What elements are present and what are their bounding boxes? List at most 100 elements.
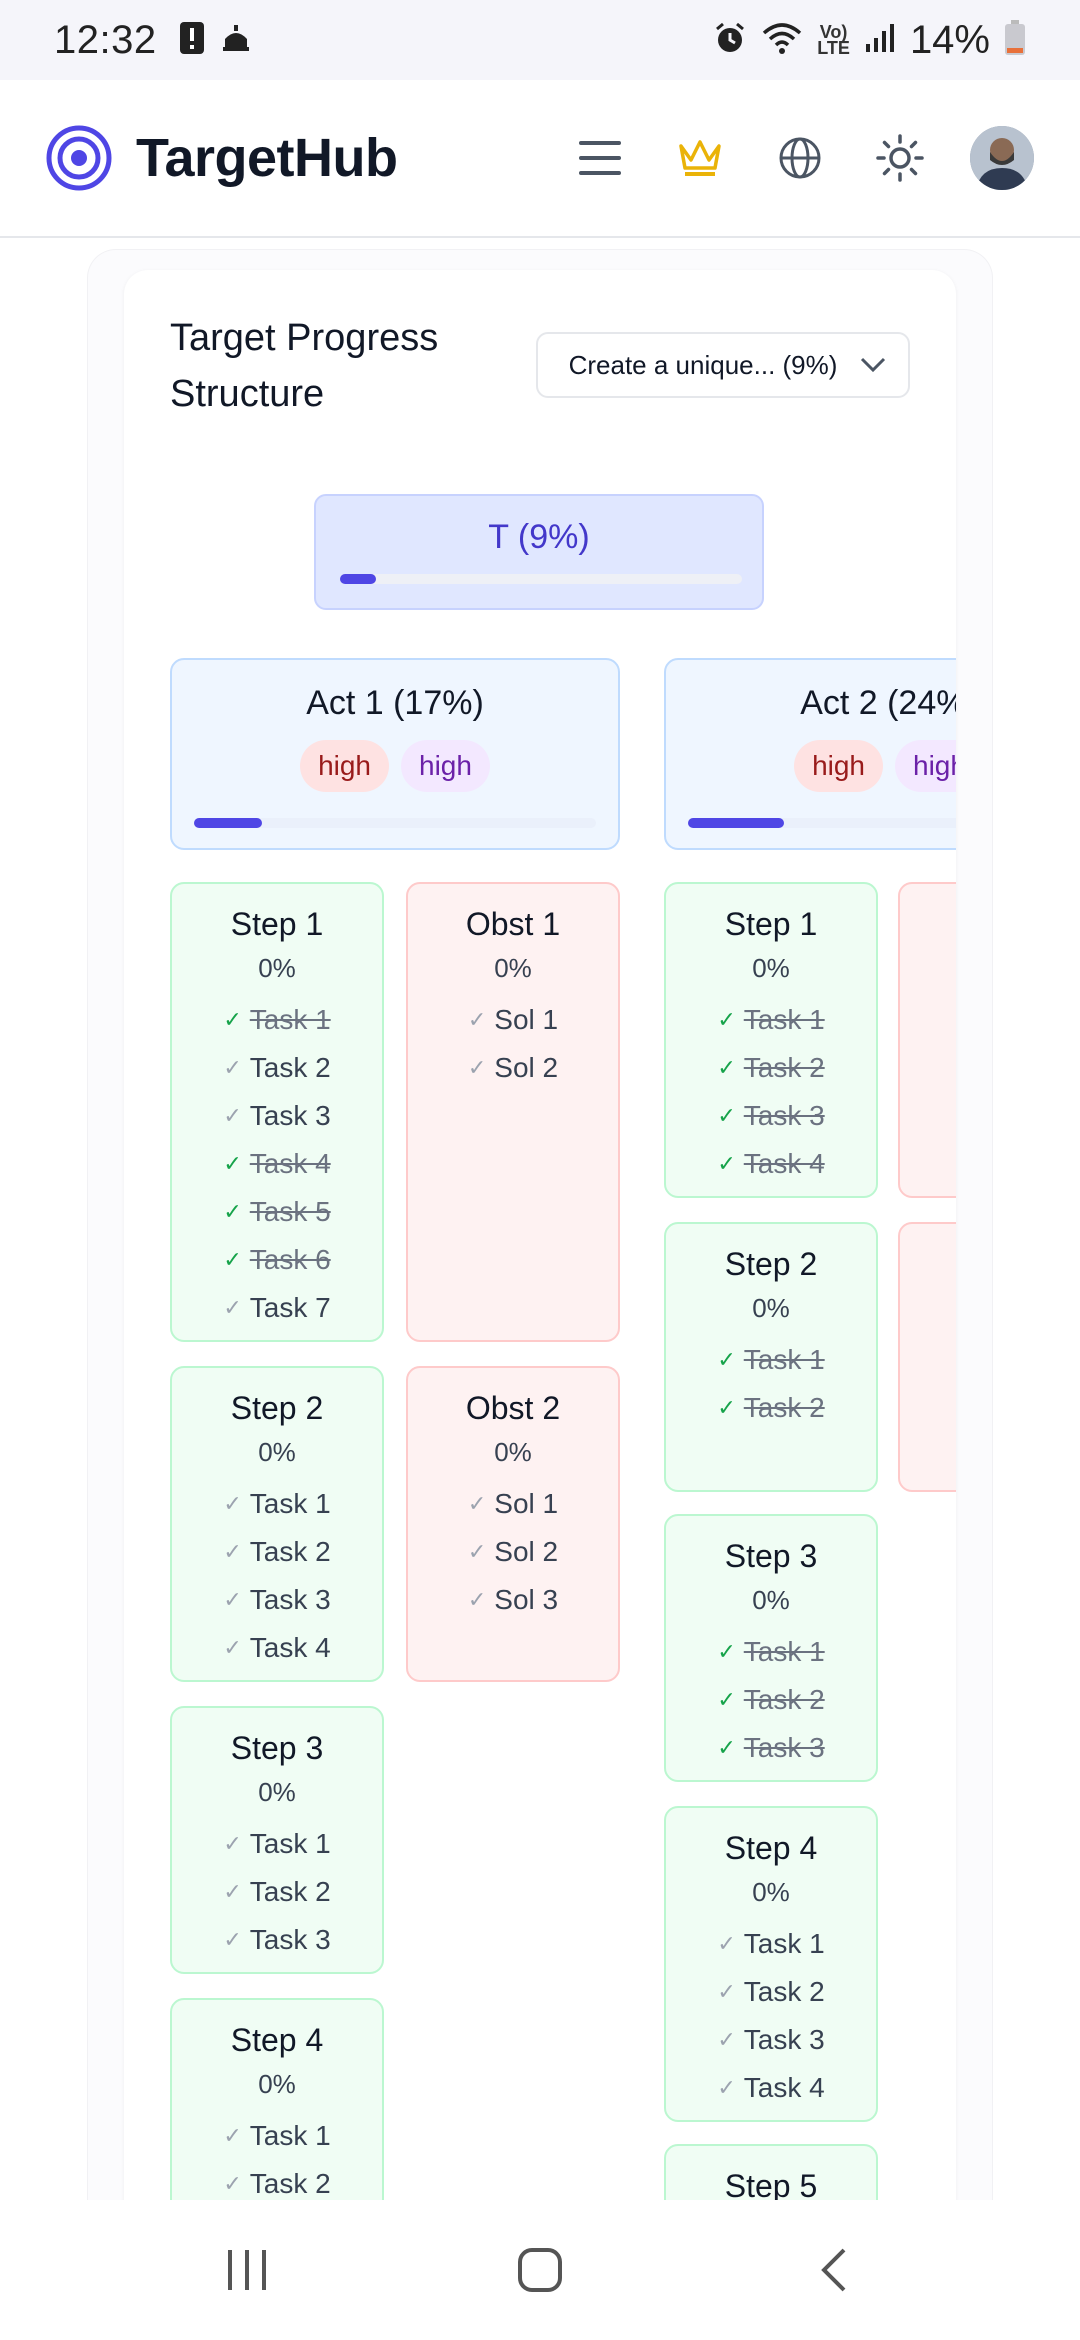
task-item[interactable]: ✓Task 1 <box>172 996 382 1044</box>
main-content[interactable]: Target Progress Structure Create a uniqu… <box>0 240 1080 2200</box>
task-label: Task 3 <box>249 1584 331 1615</box>
user-avatar[interactable] <box>970 126 1034 190</box>
task-item[interactable]: ✓ Task 4 <box>172 1624 382 1672</box>
obstacle-box[interactable]: Obst 1 0% ✓Sol 1✓Sol 2 <box>406 882 620 1342</box>
task-item[interactable]: ✓Task 1 <box>172 2112 382 2160</box>
task-item[interactable]: ✓Task 3 <box>666 2016 876 2064</box>
task-item[interactable]: ✓Task 3 <box>172 1916 382 1964</box>
check-icon: ✓ <box>223 1635 242 1660</box>
task-item[interactable]: ✓Task 3 <box>666 1092 876 1140</box>
task-label: Task 1 <box>743 1004 825 1035</box>
check-icon: ✓ <box>717 1639 736 1664</box>
obstacle-percent: 0% <box>494 953 532 983</box>
task-item[interactable]: ✓Task 2 <box>172 2160 382 2200</box>
task-item[interactable]: ✓Task 2 <box>172 1868 382 1916</box>
task-item[interactable]: ✓Task 4 <box>666 2064 876 2112</box>
task-item[interactable]: ✓Task 7 <box>172 1284 382 1332</box>
task-item[interactable]: ✓Task 1 <box>172 1820 382 1868</box>
step-title: Step 4 <box>724 1830 818 1866</box>
task-item[interactable]: ✓Task 5 <box>172 1188 382 1236</box>
check-icon: ✓ <box>223 1879 242 1904</box>
task-item[interactable]: ✓Task 2 <box>666 1384 876 1432</box>
solution-label: Sol 1 <box>494 1488 559 1519</box>
step-title: Step 2 <box>230 1390 324 1426</box>
task-item[interactable]: ✓Task 6 <box>172 1236 382 1284</box>
task-item[interactable]: ✓Task 4 <box>666 1140 876 1188</box>
step-title: Step 5 <box>724 2168 818 2200</box>
act-node-2[interactable]: Act 2 (24%) high high <box>664 658 956 850</box>
step-box[interactable]: Step 40%✓Task 1✓Task 2✓Task 3 <box>170 1998 384 2200</box>
check-icon: ✓ <box>223 1007 242 1032</box>
task-item[interactable]: ✓Task 2 <box>666 1676 876 1724</box>
task-item[interactable]: ✓Task 3 <box>172 1092 382 1140</box>
check-icon: ✓ <box>467 1539 487 1564</box>
alert-notification-icon <box>179 21 205 60</box>
solution-item[interactable]: ✓Sol 3 <box>408 1576 618 1624</box>
priority-badge: high <box>794 740 883 792</box>
step-box[interactable]: Step 50% <box>664 2144 878 2200</box>
recent-apps-icon[interactable] <box>202 2225 292 2315</box>
brand-name[interactable]: TargetHub <box>136 128 398 188</box>
act-node-1[interactable]: Act 1 (17%) high high <box>170 658 620 850</box>
check-icon: ✓ <box>467 1587 487 1612</box>
check-icon: ✓ <box>223 1587 242 1612</box>
task-item[interactable]: ✓Task 1 <box>666 1336 876 1384</box>
priority-badge: high <box>300 740 389 792</box>
root-progress-fill <box>340 574 377 584</box>
task-item[interactable]: ✓Task 4 <box>172 1140 382 1188</box>
task-item[interactable]: ✓Task 1 <box>666 1628 876 1676</box>
task-label: Task 4 <box>249 1632 331 1663</box>
task-label: Task 1 <box>249 1828 331 1859</box>
menu-icon[interactable] <box>570 128 630 188</box>
globe-icon[interactable] <box>770 128 830 188</box>
alarm-icon <box>713 21 747 60</box>
app-header: TargetHub <box>0 80 1080 238</box>
task-item[interactable]: ✓Task 2 <box>666 1044 876 1092</box>
check-icon: ✓ <box>717 1395 736 1420</box>
task-item[interactable]: ✓ Task 1 <box>666 996 876 1044</box>
task-label: Task 3 <box>743 1100 825 1131</box>
obstacle-box-clipped[interactable] <box>898 882 956 1198</box>
solution-item[interactable]: ✓Sol 2 <box>408 1044 618 1092</box>
check-icon: ✓ <box>717 1687 736 1712</box>
solution-item[interactable]: ✓Sol 1 <box>408 1480 618 1528</box>
step-percent: 0% <box>258 2069 296 2099</box>
wifi-icon <box>761 21 803 60</box>
task-item[interactable]: ✓Task 2 <box>172 1044 382 1092</box>
root-target-node[interactable]: T (9%) <box>314 494 764 610</box>
task-item[interactable]: ✓Task 1 <box>666 1920 876 1968</box>
check-icon: ✓ <box>717 1347 736 1372</box>
step-percent: 0% <box>752 953 790 983</box>
solution-item[interactable]: ✓Sol 2 <box>408 1528 618 1576</box>
sun-icon[interactable] <box>870 128 930 188</box>
obstacle-box-clipped[interactable] <box>898 1222 956 1492</box>
target-logo-icon[interactable] <box>46 125 112 191</box>
task-item[interactable]: ✓Task 2 <box>172 1528 382 1576</box>
task-item[interactable]: ✓Task 2 <box>666 1968 876 2016</box>
obstacle-title: Obst 1 <box>465 906 561 942</box>
home-icon[interactable] <box>495 2225 585 2315</box>
crown-icon[interactable] <box>670 128 730 188</box>
task-label: Task 3 <box>249 1100 331 1131</box>
task-label: Task 3 <box>743 1732 825 1763</box>
structure-card: Target Progress Structure Create a uniqu… <box>124 270 956 2200</box>
target-select[interactable]: Create a unique... (9%) <box>536 332 910 398</box>
check-icon: ✓ <box>717 1007 736 1032</box>
task-label: Task 6 <box>249 1244 331 1275</box>
solution-item[interactable]: ✓Sol 1 <box>408 996 618 1044</box>
act-label: Act 2 (24%) <box>800 684 956 722</box>
task-item[interactable]: ✓Task 1 <box>172 1480 382 1528</box>
back-icon[interactable] <box>788 2225 878 2315</box>
root-target-label: T (9%) <box>488 518 590 556</box>
task-item[interactable]: ✓Task 3 <box>666 1724 876 1772</box>
task-item[interactable]: ✓ Task 3 <box>172 1576 382 1624</box>
check-icon: ✓ <box>223 1295 242 1320</box>
